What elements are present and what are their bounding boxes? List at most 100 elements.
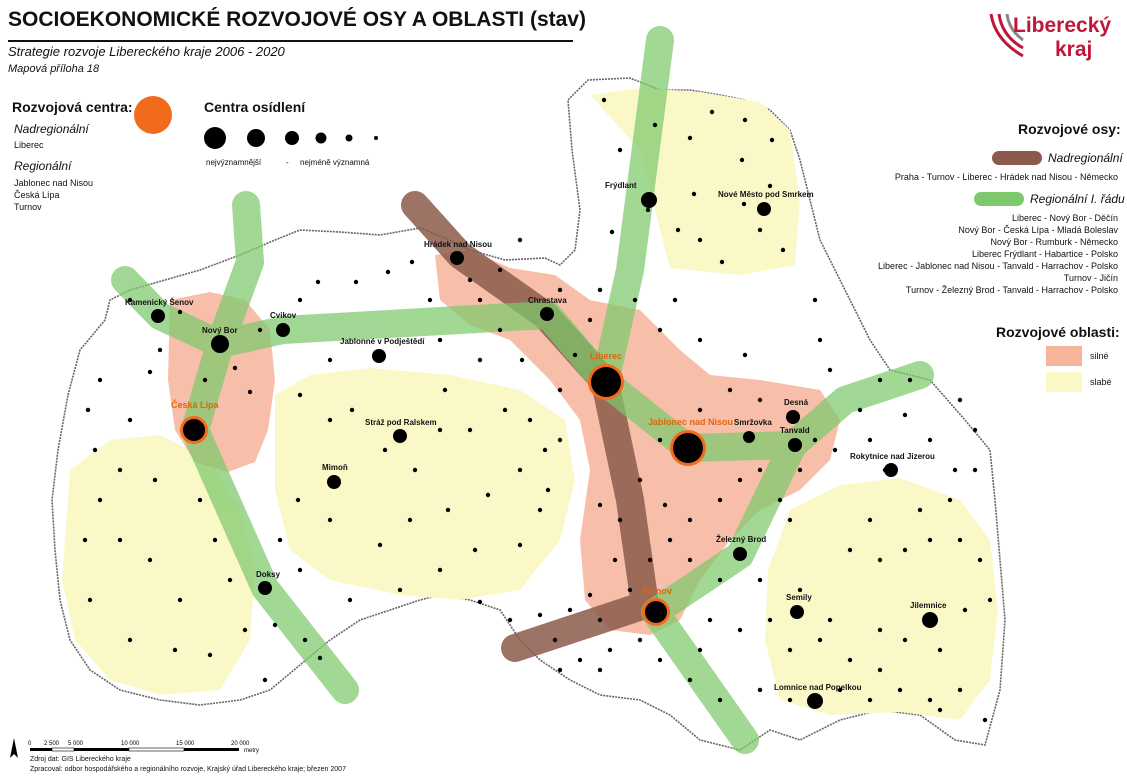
settlement-dot [757, 227, 763, 233]
settlement-dot [557, 437, 563, 443]
settlement-dot [812, 297, 818, 303]
settlement-dot [242, 627, 248, 633]
town-label: Jablonné v Podještědí [340, 337, 425, 346]
settlement-dot [557, 387, 563, 393]
settlement-dot [247, 389, 253, 395]
footer-source: Zdroj dat: GIS Libereckého kraje [30, 756, 131, 763]
settlement-dot [601, 97, 607, 103]
settlement-dot [902, 412, 908, 418]
settlement-dot [927, 437, 933, 443]
settlement-dot [742, 352, 748, 358]
town-label: Mimoň [322, 463, 348, 472]
settlement-dot [947, 497, 953, 503]
settlement-dot [597, 287, 603, 293]
town-dot [807, 693, 823, 709]
settlement-dot [517, 237, 523, 243]
legend-area-strong-label: silné [1090, 351, 1109, 361]
settlement-dot [517, 542, 523, 548]
settlement-dot [85, 407, 91, 413]
legend-axes-regional-item: Liberec - Nový Bor - Děčín [1011, 213, 1118, 223]
settlement-dot [517, 467, 523, 473]
settlement-dot [675, 227, 681, 233]
settlement-dot [302, 637, 308, 643]
weak-area-ralsko [275, 368, 575, 600]
settlement-dot [739, 157, 745, 163]
legend-axes-heading: Rozvojové osy: [1018, 121, 1121, 137]
settlement-dot [295, 497, 301, 503]
legend-axis-supra-swatch [992, 151, 1042, 165]
settlement-dot [987, 597, 993, 603]
settlement-dot [527, 417, 533, 423]
settlement-dot [317, 655, 323, 661]
settlement-dot [212, 537, 218, 543]
settlement-dot [545, 487, 551, 493]
legend-axes-regional-item: Turnov - Železný Brod - Tanvald - Harrac… [905, 285, 1118, 295]
settlement-dot [877, 667, 883, 673]
settlement-dot [297, 392, 303, 398]
settlement-dot [537, 612, 543, 618]
settlement-dot [147, 557, 153, 563]
scale-bar: 0 2 500 5 000 10 000 15 000 20 000 metry [10, 738, 259, 758]
settlement-dot [717, 697, 723, 703]
settlement-dot [645, 207, 651, 213]
settlement-dot [97, 497, 103, 503]
settlement-dot [877, 557, 883, 563]
settlement-dot [837, 687, 843, 693]
settlement-dot [847, 657, 853, 663]
town-dot [450, 251, 464, 265]
settlement-dot [767, 617, 773, 623]
settlement-dot [97, 377, 103, 383]
legend-settlements-most: nejvýznamnější [206, 158, 262, 167]
town-label: Hrádek nad Nisou [424, 240, 492, 249]
axis-novy-bor-rumburk [206, 191, 264, 358]
settlement-dot [737, 477, 743, 483]
settlement-dot [657, 437, 663, 443]
town-dot [258, 581, 272, 595]
settlement-dot [567, 607, 573, 613]
settlement-dot [687, 517, 693, 523]
settlement-dot [627, 587, 633, 593]
settlement-dot [867, 437, 873, 443]
settlement-dot [315, 279, 321, 285]
town-dot [151, 309, 165, 323]
town-label: Tanvald [780, 426, 810, 435]
legend-centers-heading: Rozvojová centra: [12, 99, 133, 115]
town-dot [757, 202, 771, 216]
north-arrow-icon [10, 738, 18, 758]
scale-tick: 10 000 [121, 741, 140, 747]
town-dot [372, 349, 386, 363]
legend-area-weak-swatch [1046, 372, 1082, 392]
settlement-dot [472, 547, 478, 553]
settlement-dot [709, 109, 715, 115]
legend-axes-regional-item: Liberec - Jablonec nad Nisou - Tanvald -… [878, 261, 1118, 271]
settlement-dot [957, 687, 963, 693]
settlement-dot [202, 377, 208, 383]
logo: Liberecký kraj [985, 8, 1120, 66]
town-label: Rokytnice nad Jizerou [850, 452, 935, 461]
settlement-dot [277, 537, 283, 543]
settlement-dot [867, 517, 873, 523]
settlement-dot [717, 577, 723, 583]
legend-centers-regional-item: Česká Lípa [14, 190, 60, 200]
settlement-dot [507, 617, 513, 623]
legend-settlements-dash: - [286, 158, 289, 167]
settlement-dot [741, 201, 747, 207]
settlement-dot [349, 407, 355, 413]
settlement-dot [972, 427, 978, 433]
legend-centers-supra-item: Liberec [14, 140, 44, 150]
scale-tick: 20 000 [231, 741, 250, 747]
scale-tick: 15 000 [176, 741, 195, 747]
settlement-dot [972, 467, 978, 473]
town-dot [786, 410, 800, 424]
settlement-dot [407, 517, 413, 523]
settlement-dot [742, 117, 748, 123]
settlement-dot [152, 477, 158, 483]
settlement-dot [657, 327, 663, 333]
town-dot [788, 438, 802, 452]
settlement-dot [797, 587, 803, 593]
settlement-dot [957, 397, 963, 403]
legend-axes-regional-item: Nový Bor - Česká Lípa - Mladá Boleslav [958, 225, 1118, 235]
settlement-dot [957, 537, 963, 543]
logo-swoosh-icon [989, 13, 1024, 58]
settlement-dot [917, 507, 923, 513]
